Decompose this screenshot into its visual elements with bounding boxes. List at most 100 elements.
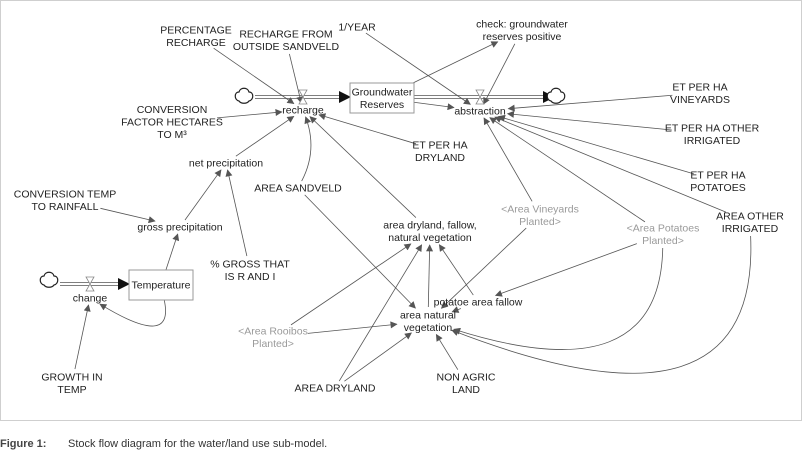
temperature-source-cloud-icon <box>39 271 59 288</box>
node-label: area natural <box>400 309 456 321</box>
node-temperature[interactable]: Temperature <box>128 269 194 301</box>
node-label: AREA OTHER <box>716 210 784 222</box>
node-label: Planted> <box>642 235 684 247</box>
node-label: LAND <box>452 384 480 396</box>
node-label: Reserves <box>360 99 404 111</box>
link-area_rooibos-to-area_nat_veg <box>307 321 398 334</box>
node-label: change <box>73 293 108 305</box>
node-label: IRRIGATED <box>722 223 779 235</box>
link-check-to-abstraction <box>483 43 516 105</box>
node-label: POTATOES <box>690 182 745 194</box>
node-label: vegetation <box>404 322 453 334</box>
node-recharge[interactable]: recharge <box>282 105 324 117</box>
node-label: IRRIGATED <box>684 135 741 147</box>
node-label: RECHARGE FROM <box>239 28 332 40</box>
link-et_dryland-to-recharge <box>318 113 417 145</box>
node-area-sandveld[interactable]: AREA SANDVELD <box>254 183 342 195</box>
node-label: <Area Vineyards <box>501 203 579 215</box>
link-area_dfnv-to-recharge <box>309 116 417 218</box>
node-label: check: groundwater <box>476 18 568 30</box>
link-area_vineyards-to-abstraction <box>483 117 533 202</box>
recharge-flow-arrowhead <box>339 91 351 103</box>
link-one_year-to-abstraction <box>365 32 471 105</box>
change-flow-arrowhead <box>118 278 130 290</box>
node-area-dfnv[interactable]: area dryland, fallow,natural vegetation <box>383 219 476 244</box>
node-label: CONVERSION <box>137 104 208 116</box>
change-valve-icon <box>85 276 95 292</box>
node-area-dryland[interactable]: AREA DRYLAND <box>295 383 376 395</box>
node-label: TO RAINFALL <box>32 201 99 213</box>
node-change[interactable]: change <box>73 293 108 305</box>
link-net_precip-to-recharge <box>235 115 295 157</box>
node-label: <Area Potatoes <box>627 222 700 234</box>
flow-pipes <box>39 87 566 292</box>
node-label: RECHARGE <box>166 37 226 49</box>
link-area_other-to-abstraction <box>494 116 727 213</box>
stock-box <box>128 269 194 301</box>
link-area_vineyards-to-area_nat_veg <box>440 227 527 309</box>
node-label: IS R AND I <box>225 271 276 283</box>
node-abstraction[interactable]: abstraction <box>454 106 506 118</box>
link-non_agric-to-area_nat_veg <box>435 333 459 370</box>
abstraction-valve-icon <box>475 89 485 105</box>
link-recharge_outside-to-recharge <box>289 53 304 104</box>
node-label: <Area Rooibos <box>238 325 308 337</box>
node-label: GROWTH IN <box>41 371 102 383</box>
node-label: abstraction <box>454 106 506 118</box>
node-label: potatoe area fallow <box>434 297 523 309</box>
node-label: reserves positive <box>483 31 562 43</box>
node-label: ET PER HA <box>412 139 467 151</box>
node-label: TEMP <box>57 384 86 396</box>
link-area_potatoes-to-potatoe_fallow <box>494 243 637 297</box>
node-label: NON AGRIC <box>437 371 496 383</box>
link-area_other-to-area_nat_veg <box>451 235 752 374</box>
node-label: PERCENTAGE <box>160 24 232 36</box>
link-temperature-to-change <box>99 299 166 327</box>
node-label: OUTSIDE SANDVELD <box>233 41 340 53</box>
link-area_rooibos-to-area_dfnv <box>290 243 412 326</box>
node-label: Planted> <box>252 338 294 350</box>
node-label: recharge <box>282 105 324 117</box>
link-area_nat_veg-to-area_dfnv <box>426 244 434 308</box>
link-groundwater-to-check <box>404 41 499 88</box>
link-groundwater-to-abstraction <box>412 101 455 111</box>
link-potatoe_fallow-to-area_dfnv <box>438 244 474 296</box>
link-conv_factor-to-recharge <box>216 109 283 119</box>
node-net-precip[interactable]: net precipitation <box>189 158 263 170</box>
node-label: % GROSS THAT <box>210 258 290 270</box>
sink-cloud-icon <box>546 87 566 104</box>
link-pct_gross-to-net_precip <box>225 169 248 257</box>
link-area_sandveld-to-area_nat_veg <box>304 194 416 309</box>
node-label: AREA DRYLAND <box>295 383 376 395</box>
node-label: Groundwater <box>352 86 413 98</box>
source-cloud-icon <box>234 87 254 104</box>
node-gross-precip[interactable]: gross precipitation <box>137 222 222 234</box>
node-label: VINEYARDS <box>670 94 730 106</box>
node-one-year[interactable]: 1/YEAR <box>338 22 376 34</box>
link-area_dryland-to-area_dfnv <box>338 244 423 382</box>
link-et_vineyards-to-abstraction <box>507 94 673 112</box>
link-gross_precip-to-net_precip <box>184 169 222 221</box>
stock-box <box>349 82 415 114</box>
node-label: ET PER HA OTHER <box>665 122 760 134</box>
node-potatoe-fallow[interactable]: potatoe area fallow <box>434 297 523 309</box>
